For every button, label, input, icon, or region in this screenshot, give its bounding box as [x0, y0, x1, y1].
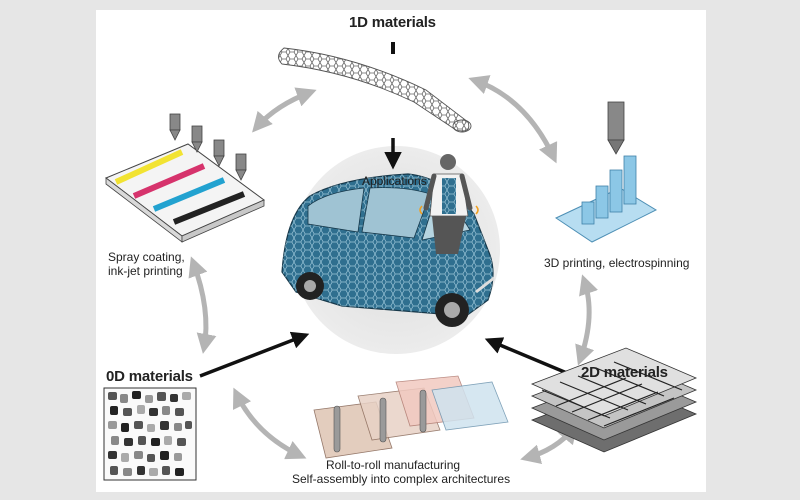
cycle-arrow-1d-to-spray: [252, 87, 317, 133]
nozzle-4: [235, 153, 247, 171]
label-1d-materials: 1D materials: [349, 14, 436, 31]
ink-stripe-cyan: [152, 177, 226, 212]
layered-2d-illustration: [530, 347, 698, 453]
label-3d-printing: 3D printing, electrospinning: [544, 256, 690, 270]
label-spray-line-1: Spray coating,: [108, 250, 185, 264]
cycle-arrow-spray-to-0d: [188, 256, 217, 354]
ink-stripe-yellow: [114, 149, 184, 185]
extruder-nozzle: [607, 101, 625, 141]
roll-to-roll-illustration: [313, 375, 509, 459]
nozzle-2: [191, 125, 203, 143]
printing-3d-illustration: [554, 101, 658, 243]
quantum-dots-illustration: [103, 387, 197, 481]
diagram-canvas: [103, 42, 698, 481]
cycle-arrow-3d-to-2d: [575, 274, 598, 366]
cycle-arrow-0d-to-roll: [232, 387, 307, 460]
arrow-0d-to-applications: [199, 331, 310, 378]
label-roll-line-2: Self-assembly into complex architectures: [292, 472, 511, 486]
label-roll-line-1: Roll-to-roll manufacturing: [326, 458, 461, 472]
main-arrows: [199, 42, 575, 378]
ink-stripe-black: [172, 191, 246, 225]
person-illustration: [419, 154, 479, 254]
diagram-panel: 1D materials Applications Spray coating,…: [96, 10, 706, 492]
label-applications: Applications: [362, 174, 427, 188]
cycle-arrow-1d-to-3d: [468, 75, 558, 164]
label-spray-line-2: ink-jet printing: [108, 264, 183, 278]
nanotube-illustration: [278, 47, 472, 133]
label-2d-materials: 2D materials: [581, 364, 668, 381]
label-0d-materials: 0D materials: [106, 368, 193, 385]
arrow-2d-to-applications: [484, 337, 575, 378]
nozzle-3: [213, 139, 225, 157]
nozzle-1: [169, 113, 181, 131]
spray-coating-illustration: [105, 113, 265, 243]
cycle-arrows: [188, 75, 598, 465]
ink-stripe-magenta: [132, 163, 206, 199]
